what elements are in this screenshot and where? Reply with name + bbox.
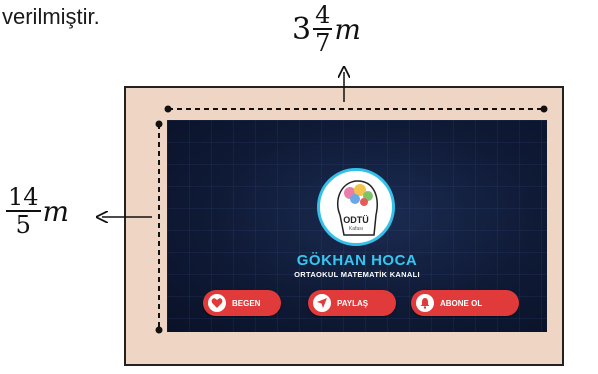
bell-icon <box>416 294 434 312</box>
height-unit: m <box>42 194 70 228</box>
share-label: PAYLAŞ <box>337 298 369 308</box>
height-fraction: 14 5 <box>6 184 41 238</box>
width-unit: m <box>334 12 361 46</box>
width-endpoint-left <box>164 105 172 113</box>
heart-icon <box>208 294 226 312</box>
width-endpoint-right <box>540 105 548 113</box>
fraction-bar <box>6 210 41 212</box>
like-label: BEGEN <box>232 298 261 308</box>
width-fraction: 4 7 <box>313 1 333 57</box>
share-button[interactable]: PAYLAŞ <box>308 290 396 316</box>
width-whole: 3 <box>292 11 312 47</box>
channel-subtitle: ORTAOKUL MATEMATİK KANALI <box>294 270 420 279</box>
mascot-head-icon <box>336 180 378 236</box>
subscribe-label: ABONE OL <box>440 298 483 308</box>
width-denominator: 7 <box>315 29 331 57</box>
width-label: 3 4 7 m <box>292 2 361 56</box>
channel-name: GÖKHAN HOCA <box>296 252 418 269</box>
send-icon <box>313 294 331 312</box>
subscribe-button[interactable]: ABONE OL <box>411 290 519 316</box>
intro-text: verilmiştir. <box>2 4 100 29</box>
channel-logo: ODTÜ Kafası <box>317 168 395 246</box>
height-endpoint-top <box>155 120 163 128</box>
tv-screen: ODTÜ Kafası GÖKHAN HOCA ORTAOKUL MATEMAT… <box>167 120 547 332</box>
logo-text: ODTÜ <box>343 215 369 225</box>
height-numerator: 14 <box>8 183 39 211</box>
like-button[interactable]: BEGEN <box>203 290 281 316</box>
width-numerator: 4 <box>315 1 331 29</box>
fraction-bar <box>313 28 333 30</box>
height-denominator: 5 <box>15 211 31 239</box>
height-endpoint-bottom <box>155 326 163 334</box>
height-label: 14 5 m <box>6 184 69 238</box>
logo-subtext: Kafası <box>348 226 364 232</box>
